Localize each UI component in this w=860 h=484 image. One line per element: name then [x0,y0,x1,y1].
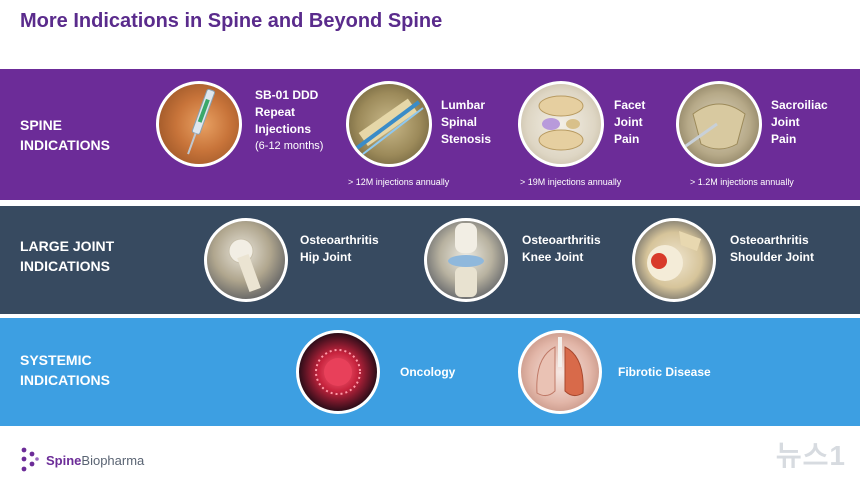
joint-band-label: LARGE JOINT INDICATIONS [20,236,114,276]
joint-label-line2: INDICATIONS [20,258,110,274]
spine-item-3-line2: Joint [614,115,643,129]
spine-item-1-text: SB-01 DDD Repeat Injections (6-12 months… [255,87,323,155]
logo-dots-icon [21,447,39,472]
spine-item-4-line3: Pain [771,132,797,146]
syringe-injection-image [156,81,242,167]
cancer-cell-image [296,330,380,414]
spine-label-line1: SPINE [20,117,63,133]
joint-item-3-line2: Shoulder Joint [730,250,814,264]
logo-text-part1: Spine [46,452,82,468]
joint-item-1-text: Osteoarthritis Hip Joint [300,232,379,266]
spine-item-1-line1: SB-01 DDD [255,88,319,102]
systemic-item-2-text: Fibrotic Disease [618,365,711,379]
spine-item-4-line1: Sacroiliac [771,98,828,112]
lumbar-stenosis-image [346,81,432,167]
spine-item-1-sub: (6-12 months) [255,140,324,152]
spine-item-1-line3: Injections [255,122,312,136]
systemic-item-1-text: Oncology [400,365,456,379]
spine-indications-band: SPINE INDICATIONS SB-01 DDD Repeat Injec… [0,69,860,200]
systemic-indications-band: SYSTEMIC INDICATIONS Oncology Fibrotic D… [0,318,860,426]
systemic-label-line1: SYSTEMIC [20,352,92,368]
spine-label-line2: INDICATIONS [20,137,110,153]
spine-item-4-note: > 1.2M injections annually [690,177,794,187]
spine-item-2-note: > 12M injections annually [348,177,450,187]
cancer-cell-icon [315,349,361,395]
spine-item-3-note: > 19M injections annually [520,177,622,187]
sacroiliac-joint-image [676,81,762,167]
knee-bone-icon [448,223,484,297]
spine-item-2-line3: Stenosis [441,132,492,146]
joint-item-1-line1: Osteoarthritis [300,233,379,247]
knee-joint-image [424,218,508,302]
spine-item-1-line2: Repeat [255,105,296,119]
joint-item-1-line2: Hip Joint [300,250,352,264]
joint-item-3-line1: Osteoarthritis [730,233,809,247]
hip-joint-image [204,218,288,302]
joint-item-2-text: Osteoarthritis Knee Joint [522,232,601,266]
page-title: More Indications in Spine and Beyond Spi… [20,10,443,32]
large-joint-indications-band: LARGE JOINT INDICATIONS Osteoarthritis H… [0,206,860,314]
facet-joint-image [518,81,604,167]
joint-item-3-text: Osteoarthritis Shoulder Joint [730,232,814,266]
spine-item-3-line3: Pain [614,132,640,146]
company-logo: SpineBiopharma [18,446,144,474]
spine-nerve-icon [355,98,424,155]
spine-item-4-line2: Joint [771,115,800,129]
lung-icon [536,337,584,397]
spine-band-label: SPINE INDICATIONS [20,115,110,155]
joint-item-2-line1: Osteoarthritis [522,233,601,247]
shoulder-joint-image [632,218,716,302]
spine-item-2-text: Lumbar Spinal Stenosis [441,97,491,148]
hip-bone-icon [228,238,261,292]
joint-item-2-line2: Knee Joint [522,250,584,264]
spine-item-2-line1: Lumbar [441,98,486,112]
logo-text-part2: Biopharma [81,452,145,468]
systemic-label-line2: INDICATIONS [20,372,110,388]
pelvis-icon [682,103,746,150]
spine-item-2-line2: Spinal [441,115,478,129]
shoulder-bone-icon [647,231,701,281]
spine-item-4-text: Sacroiliac Joint Pain [771,97,828,148]
news-watermark: 뉴스1 [775,440,846,471]
syringe-icon [187,88,216,155]
spine-item-3-text: Facet Joint Pain [614,97,645,148]
vertebra-icon [538,95,584,151]
spine-item-3-line1: Facet [614,98,646,112]
lung-fibrosis-image [518,330,602,414]
joint-label-line1: LARGE JOINT [20,238,115,254]
systemic-band-label: SYSTEMIC INDICATIONS [20,350,110,390]
logo-text: SpineBiopharma [46,453,144,468]
